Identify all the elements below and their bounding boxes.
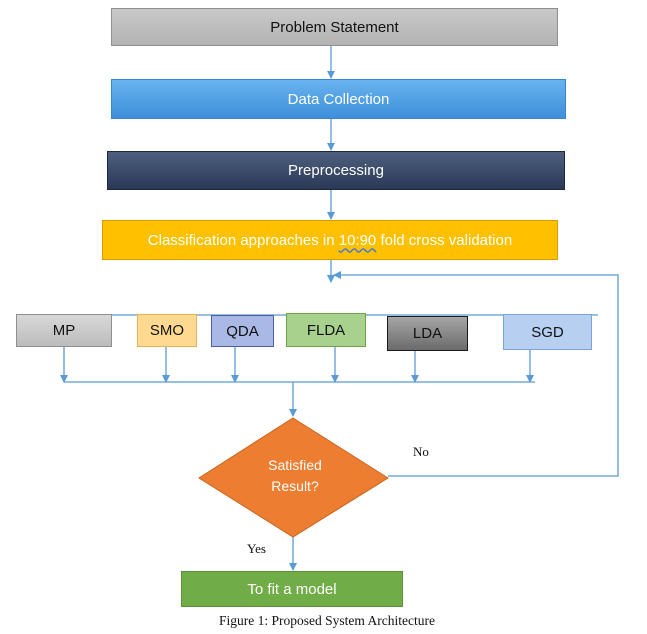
- classifier-smo-box: SMO: [137, 314, 197, 347]
- no-loop-line: [333, 271, 619, 477]
- classifier-sgd-box: SGD: [503, 314, 592, 350]
- problem-statement-box: Problem Statement: [111, 8, 558, 46]
- classifier-smo-label: SMO: [149, 322, 185, 339]
- data-collection-box: Data Collection: [111, 79, 566, 119]
- classification-label: Classification approaches in 10:90 fold …: [148, 232, 512, 249]
- classifier-qda-box: QDA: [211, 315, 274, 347]
- no-edge-label: No: [413, 444, 429, 459]
- yes-edge-label: Yes: [247, 541, 266, 556]
- classifier-flda-label: FLDA: [306, 321, 346, 339]
- decision-label: Satisfied Result?: [240, 455, 350, 497]
- decision-label-line2: Result?: [271, 478, 319, 494]
- preprocessing-box: Preprocessing: [107, 151, 565, 190]
- classifier-mp-box: MP: [16, 314, 112, 347]
- classifier-mp-label: MP: [52, 322, 76, 339]
- preprocessing-label: Preprocessing: [288, 162, 384, 179]
- fit-model-box: To fit a model: [181, 571, 403, 607]
- classification-suffix: fold cross validation: [376, 231, 513, 249]
- problem-statement-label: Problem Statement: [270, 18, 399, 36]
- classification-box: Classification approaches in 10:90 fold …: [102, 220, 558, 260]
- classifier-sgd-label: SGD: [531, 323, 564, 341]
- data-collection-label: Data Collection: [287, 90, 390, 108]
- classifier-lda-box: LDA: [387, 316, 468, 351]
- figure-caption: Figure 1: Proposed System Architecture: [219, 613, 435, 628]
- fit-model-label: To fit a model: [247, 580, 337, 598]
- classifier-flda-box: FLDA: [286, 313, 366, 347]
- classifier-lda-label: LDA: [412, 325, 443, 342]
- decision-label-line1: Satisfied: [268, 457, 322, 473]
- decision-diamond: [198, 417, 389, 538]
- classifier-qda-label: QDA: [226, 322, 259, 340]
- classification-ratio: 10:90: [338, 231, 377, 249]
- classification-prefix: Classification approaches in: [147, 231, 339, 249]
